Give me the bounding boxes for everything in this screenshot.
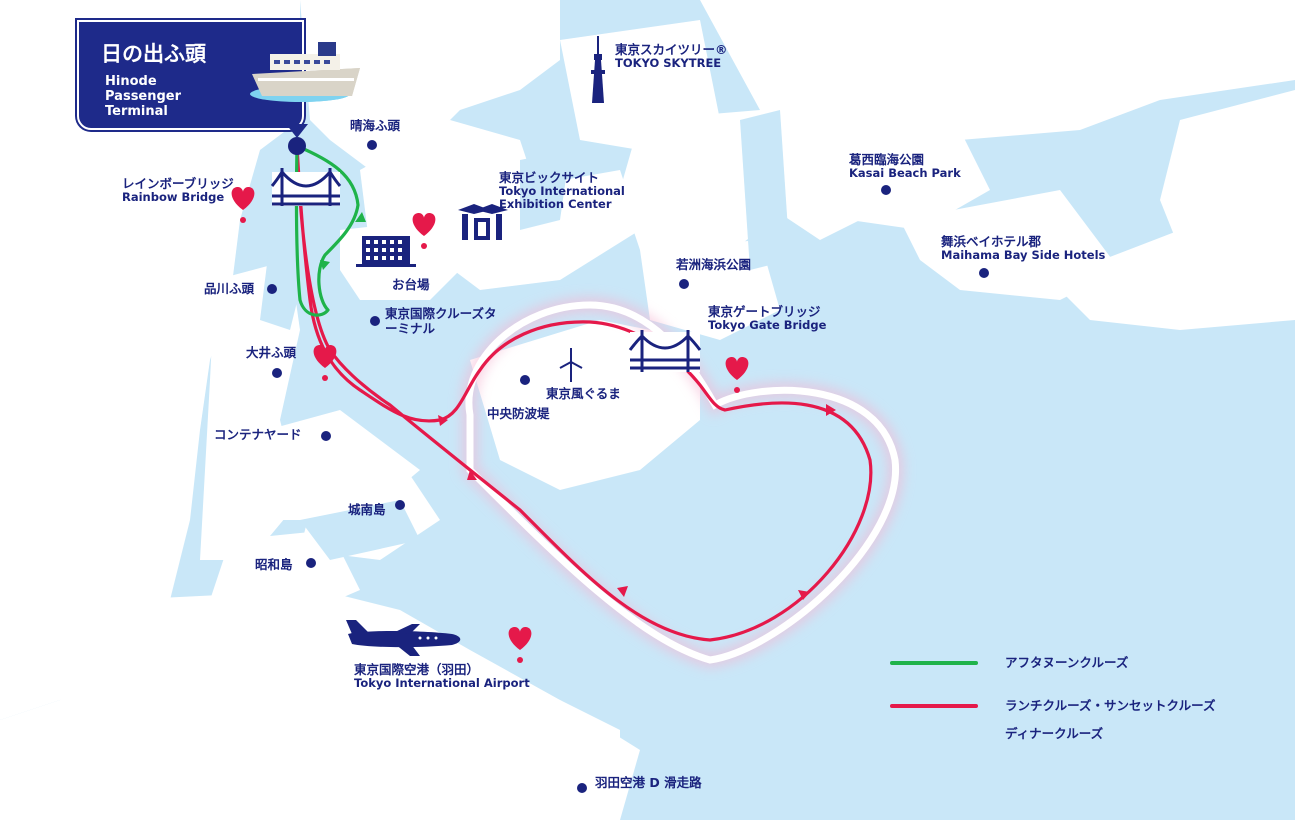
dot-wakasu (679, 279, 689, 289)
gate-bridge-icon (628, 330, 702, 372)
windmill-icon (559, 348, 583, 382)
green-arrows (320, 212, 366, 270)
terminal-name-jp: 日の出ふ頭 (101, 42, 206, 66)
label-maihama: 舞浜ベイホテル郡 Maihama Bay Side Hotels (941, 234, 1106, 262)
legend-label-lunch-sunset: ランチクルーズ・サンセットクルーズ (1005, 698, 1216, 713)
label-ooi: 大井ふ頭 (246, 345, 297, 360)
skytree-icon (591, 36, 605, 103)
label-kasai: 葛西臨海公園 Kasai Beach Park (849, 152, 961, 180)
odaiba-building-icon (356, 232, 416, 268)
label-big-sight: 東京ビックサイト Tokyo International Exhibition … (499, 170, 625, 211)
label-jonanjima: 城南島 (348, 502, 386, 517)
dot-showajima (306, 558, 316, 568)
rainbow-bridge-icon (270, 168, 342, 206)
label-skytree: 東京スカイツリー® TOKYO SKYTREE (615, 42, 728, 70)
legend-label-afternoon: アフタヌーンクルーズ (1005, 655, 1129, 670)
dot-cruise-terminal (370, 316, 380, 326)
label-haneda: 東京国際空港（羽田） Tokyo International Airport (354, 662, 530, 690)
legend-swatch-lunch (890, 704, 978, 708)
dot-harumi (367, 140, 377, 150)
dot-jonanjima (395, 500, 405, 510)
dot-ooi (272, 368, 282, 378)
dot-shinagawa (267, 284, 277, 294)
label-cruise-terminal: 東京国際クルーズターミナル (385, 306, 497, 336)
label-harumi: 晴海ふ頭 (350, 118, 401, 133)
departure-point (288, 137, 306, 155)
dot-chuo-bohatei (520, 375, 530, 385)
red-route (295, 145, 873, 642)
label-odaiba: お台場 (392, 277, 430, 292)
label-showajima: 昭和島 (255, 557, 293, 572)
label-haneda-d: 羽田空港 D 滑走路 (595, 775, 702, 790)
dot-maihama (979, 268, 989, 278)
legend-swatch-afternoon (890, 661, 978, 665)
dot-container-yard (321, 431, 331, 441)
terminal-name-en: Hinode Passenger Terminal (105, 74, 182, 119)
dot-kasai (881, 185, 891, 195)
label-container-yard: コンテナヤード (214, 427, 302, 442)
label-wakasu: 若洲海浜公園 (676, 257, 752, 272)
label-rainbow-bridge: レインボーブリッジ Rainbow Bridge (122, 176, 234, 204)
green-route (294, 144, 360, 317)
label-shinagawa: 品川ふ頭 (204, 281, 255, 296)
big-sight-icon (458, 204, 508, 240)
heart-course-outline (465, 301, 899, 664)
legend-label-dinner: ディナークルーズ (1005, 726, 1104, 741)
airplane-icon (346, 620, 461, 656)
route-arrows (438, 404, 836, 600)
label-kazaguruma: 東京風ぐるま (546, 386, 621, 401)
label-chuo-bohatei: 中央防波堤 (487, 406, 550, 421)
dot-haneda-d (577, 783, 587, 793)
label-gate-bridge: 東京ゲートブリッジ Tokyo Gate Bridge (708, 304, 827, 332)
